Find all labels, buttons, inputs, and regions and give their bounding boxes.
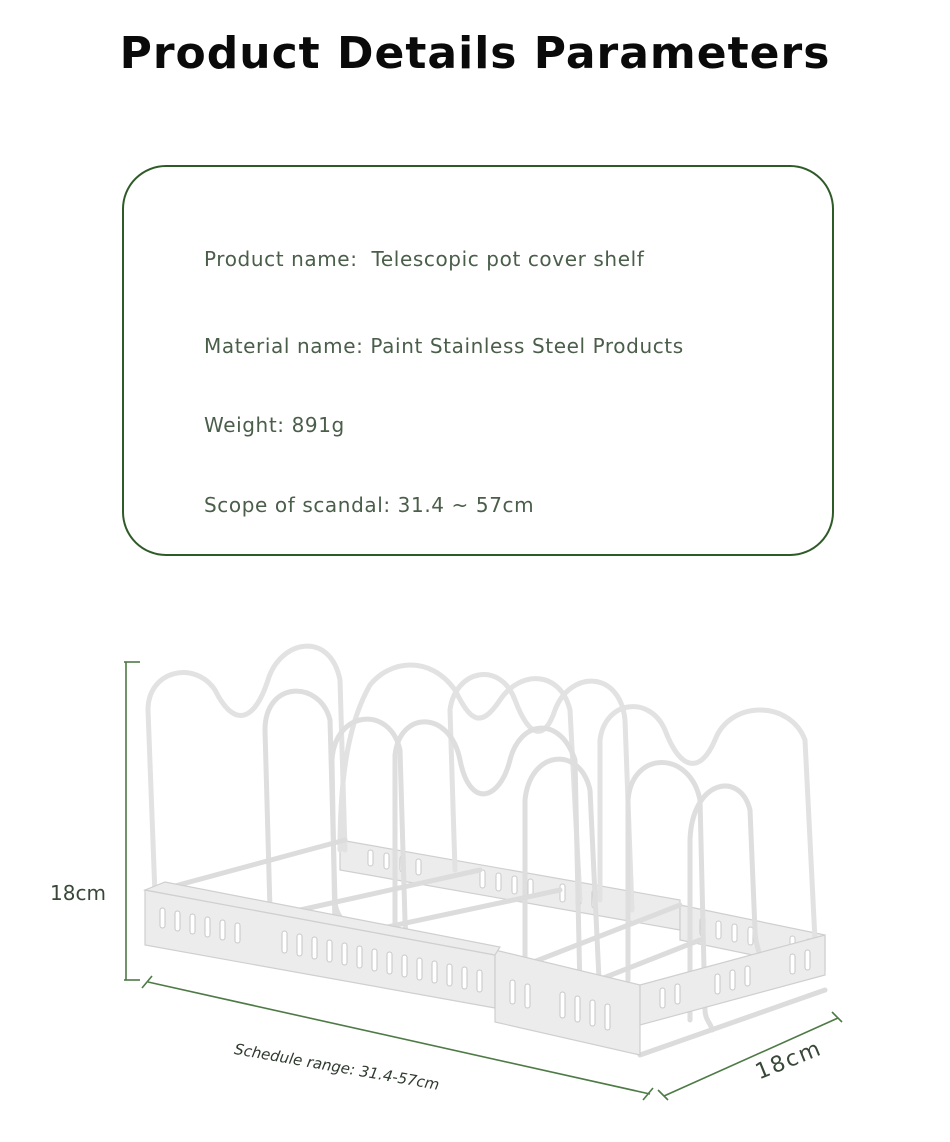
spec-box: Product name: Telescopic pot cover shelf…: [122, 165, 834, 556]
front-rail: [142, 881, 826, 1056]
wire-dividers: [145, 643, 818, 943]
dimension-lines: [124, 661, 843, 1101]
page-title: Product Details Parameters: [119, 28, 831, 79]
pot-rack-illustration: [124, 643, 843, 1101]
spec-scope: Scope of scandal: 31.4 ~ 57cm: [204, 493, 535, 517]
spec-product-name: Product name: Telescopic pot cover shelf: [204, 247, 645, 271]
spec-material-name: Material name: Paint Stainless Steel Pro…: [204, 334, 684, 358]
spec-weight: Weight: 891g: [204, 413, 345, 437]
height-dimension-label: 18cm: [50, 881, 106, 905]
product-diagram: 18cm Schedule range: 31.4-57cm 18cm: [0, 600, 950, 1142]
